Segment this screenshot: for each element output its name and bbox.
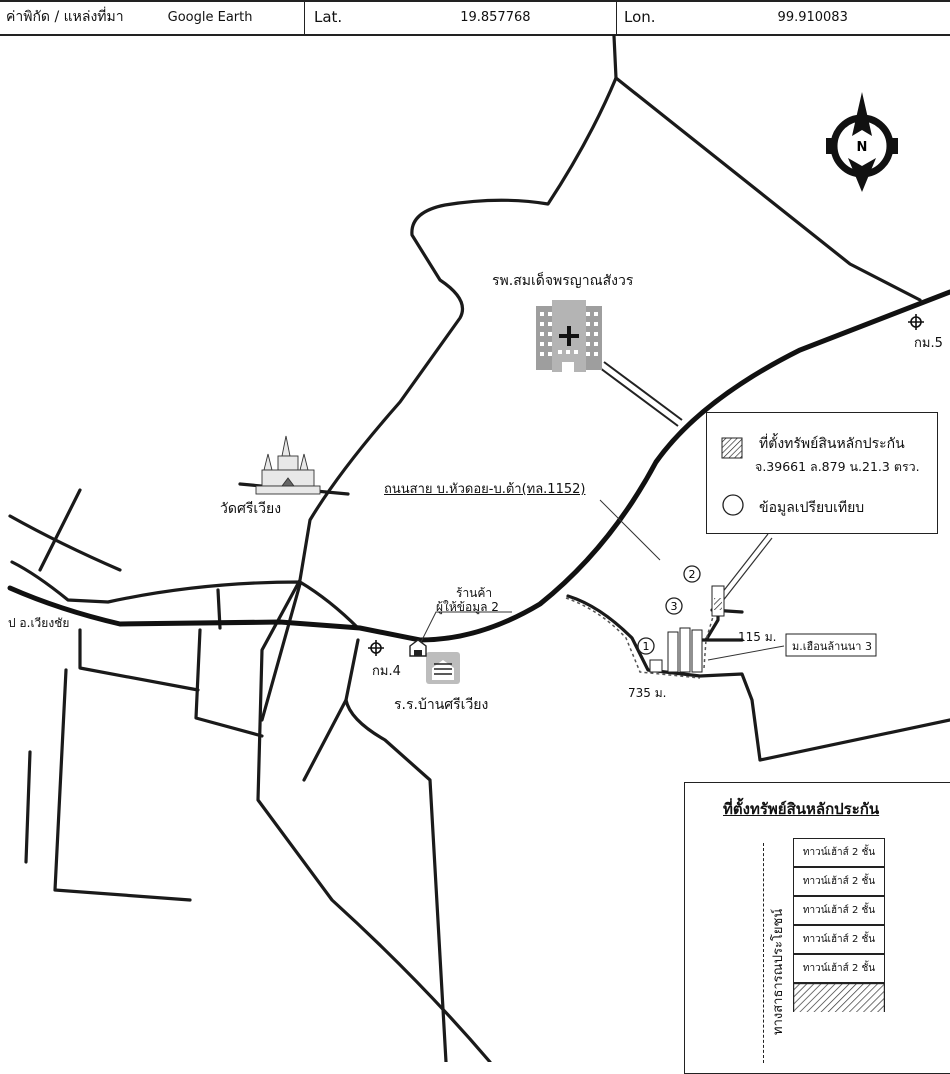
compass-icon — [826, 92, 898, 192]
collateral-legend-icon — [721, 437, 743, 459]
marker-3-label: 3 — [671, 600, 678, 613]
road-northeast — [614, 76, 922, 302]
school-label: ร.ร.บ้านศรีเวียง — [394, 697, 489, 713]
shop-label-line1: ร้านค้า — [456, 586, 493, 600]
legend-collateral-title: ที่ตั้งทรัพย์สินหลักประกัน — [759, 436, 905, 452]
header-top-border — [0, 0, 950, 2]
coordinate-header: ค่าพิกัด / แหล่งที่มา Google Earth Lat. … — [0, 0, 950, 36]
compass-letter: N — [857, 140, 868, 155]
village-road — [566, 594, 950, 762]
local-roads-west — [78, 588, 264, 738]
shop-leader — [417, 611, 512, 649]
distance-115-label: 115 ม. — [738, 630, 777, 644]
highway-1152 — [7, 289, 950, 643]
village-label: ม.เฮือนล้านนา 3 — [792, 640, 872, 653]
marker-1-label: 1 — [643, 640, 650, 653]
temple-icon — [255, 435, 321, 495]
route-dotted — [565, 597, 701, 679]
district-label: ป อ.เวียงชัย — [8, 616, 70, 630]
marker-2-label: 2 — [689, 568, 696, 581]
legend-comparison-label: ข้อมูลเปรียบเทียบ — [759, 500, 865, 516]
marker-2 — [683, 565, 701, 583]
hospital-access-road — [599, 361, 683, 427]
local-roads-southwest — [53, 668, 192, 902]
km4-label: กม.4 — [372, 664, 401, 679]
marker-1 — [637, 637, 655, 655]
road-south-spur — [302, 698, 348, 782]
shop-label-line2: ผู้ให้ข้อมูล 2 — [436, 600, 499, 614]
road-north-south — [256, 34, 618, 1062]
townhouse-unit: ทาวน์เฮ้าส์ 2 ชั้น — [793, 896, 885, 925]
km5-marker — [908, 314, 924, 330]
legend-collateral-detail: จ.39661 ล.879 น.21.3 ตรว. — [755, 459, 920, 474]
side-road-label: ทางสาธารณประโยชน์ — [771, 908, 786, 1035]
lat-value: 19.857768 — [460, 9, 531, 25]
village-leader — [707, 645, 785, 661]
source-value: Google Earth — [167, 9, 253, 25]
legend-box: ที่ตั้งทรัพย์สินหลักประกัน จ.39661 ล.879… — [706, 412, 938, 534]
source-label: ค่าพิกัด / แหล่งที่มา — [6, 9, 124, 25]
lat-label: Lat. — [314, 8, 343, 26]
school-icon — [426, 652, 460, 684]
lon-value: 99.910083 — [777, 9, 848, 25]
header-bottom-border — [0, 34, 950, 36]
distance-735-label: 735 ม. — [628, 686, 667, 700]
townhouse-unit: ทาวน์เฮ้าส์ 2 ชั้น — [793, 867, 885, 896]
km4-marker — [368, 640, 384, 656]
header-source-cell: ค่าพิกัด / แหล่งที่มา Google Earth — [0, 0, 305, 34]
road-label-leader — [599, 499, 661, 561]
marker-3 — [665, 597, 683, 615]
road-west-bend — [10, 560, 360, 630]
village-label-box — [785, 633, 877, 657]
road-west-branch — [8, 514, 122, 572]
collateral-detail-inset: ที่ตั้งทรัพย์สินหลักประกัน ทางสาธารณประโ… — [684, 782, 950, 1074]
lon-label: Lon. — [624, 8, 656, 26]
road-west-spur — [38, 488, 82, 572]
road-edge-segment — [24, 750, 32, 864]
shop-icon — [409, 639, 427, 657]
temple-label: วัดศรีเวียง — [220, 501, 282, 517]
townhouse-unit: ทาวน์เฮ้าส์ 2 ชั้น — [793, 925, 885, 954]
townhouse-unit: ทาวน์เฮ้าส์ 2 ชั้น — [793, 838, 885, 867]
collateral-unit-hatched — [793, 983, 885, 1012]
header-lon-cell: Lon. 99.910083 — [616, 0, 948, 34]
detail-title: ที่ตั้งทรัพย์สินหลักประกัน — [723, 800, 880, 818]
header-lat-cell: Lat. 19.857768 — [304, 0, 617, 34]
road-connector — [260, 582, 302, 722]
comparison-legend-icon — [722, 494, 744, 516]
km5-label: กม.5 — [914, 336, 943, 351]
collateral-buildings — [649, 585, 725, 673]
public-road-edge — [763, 843, 764, 1063]
townhouse-unit: ทาวน์เฮ้าส์ 2 ชั้น — [793, 954, 885, 983]
hospital-label: รพ.สมเด็จพรญาณสังวร — [492, 273, 634, 289]
road-label: ถนนสาย บ.หัวดอย-บ.ต้า(ทล.1152) — [384, 482, 586, 497]
hospital-icon — [536, 300, 602, 372]
legend-leader — [717, 533, 773, 603]
